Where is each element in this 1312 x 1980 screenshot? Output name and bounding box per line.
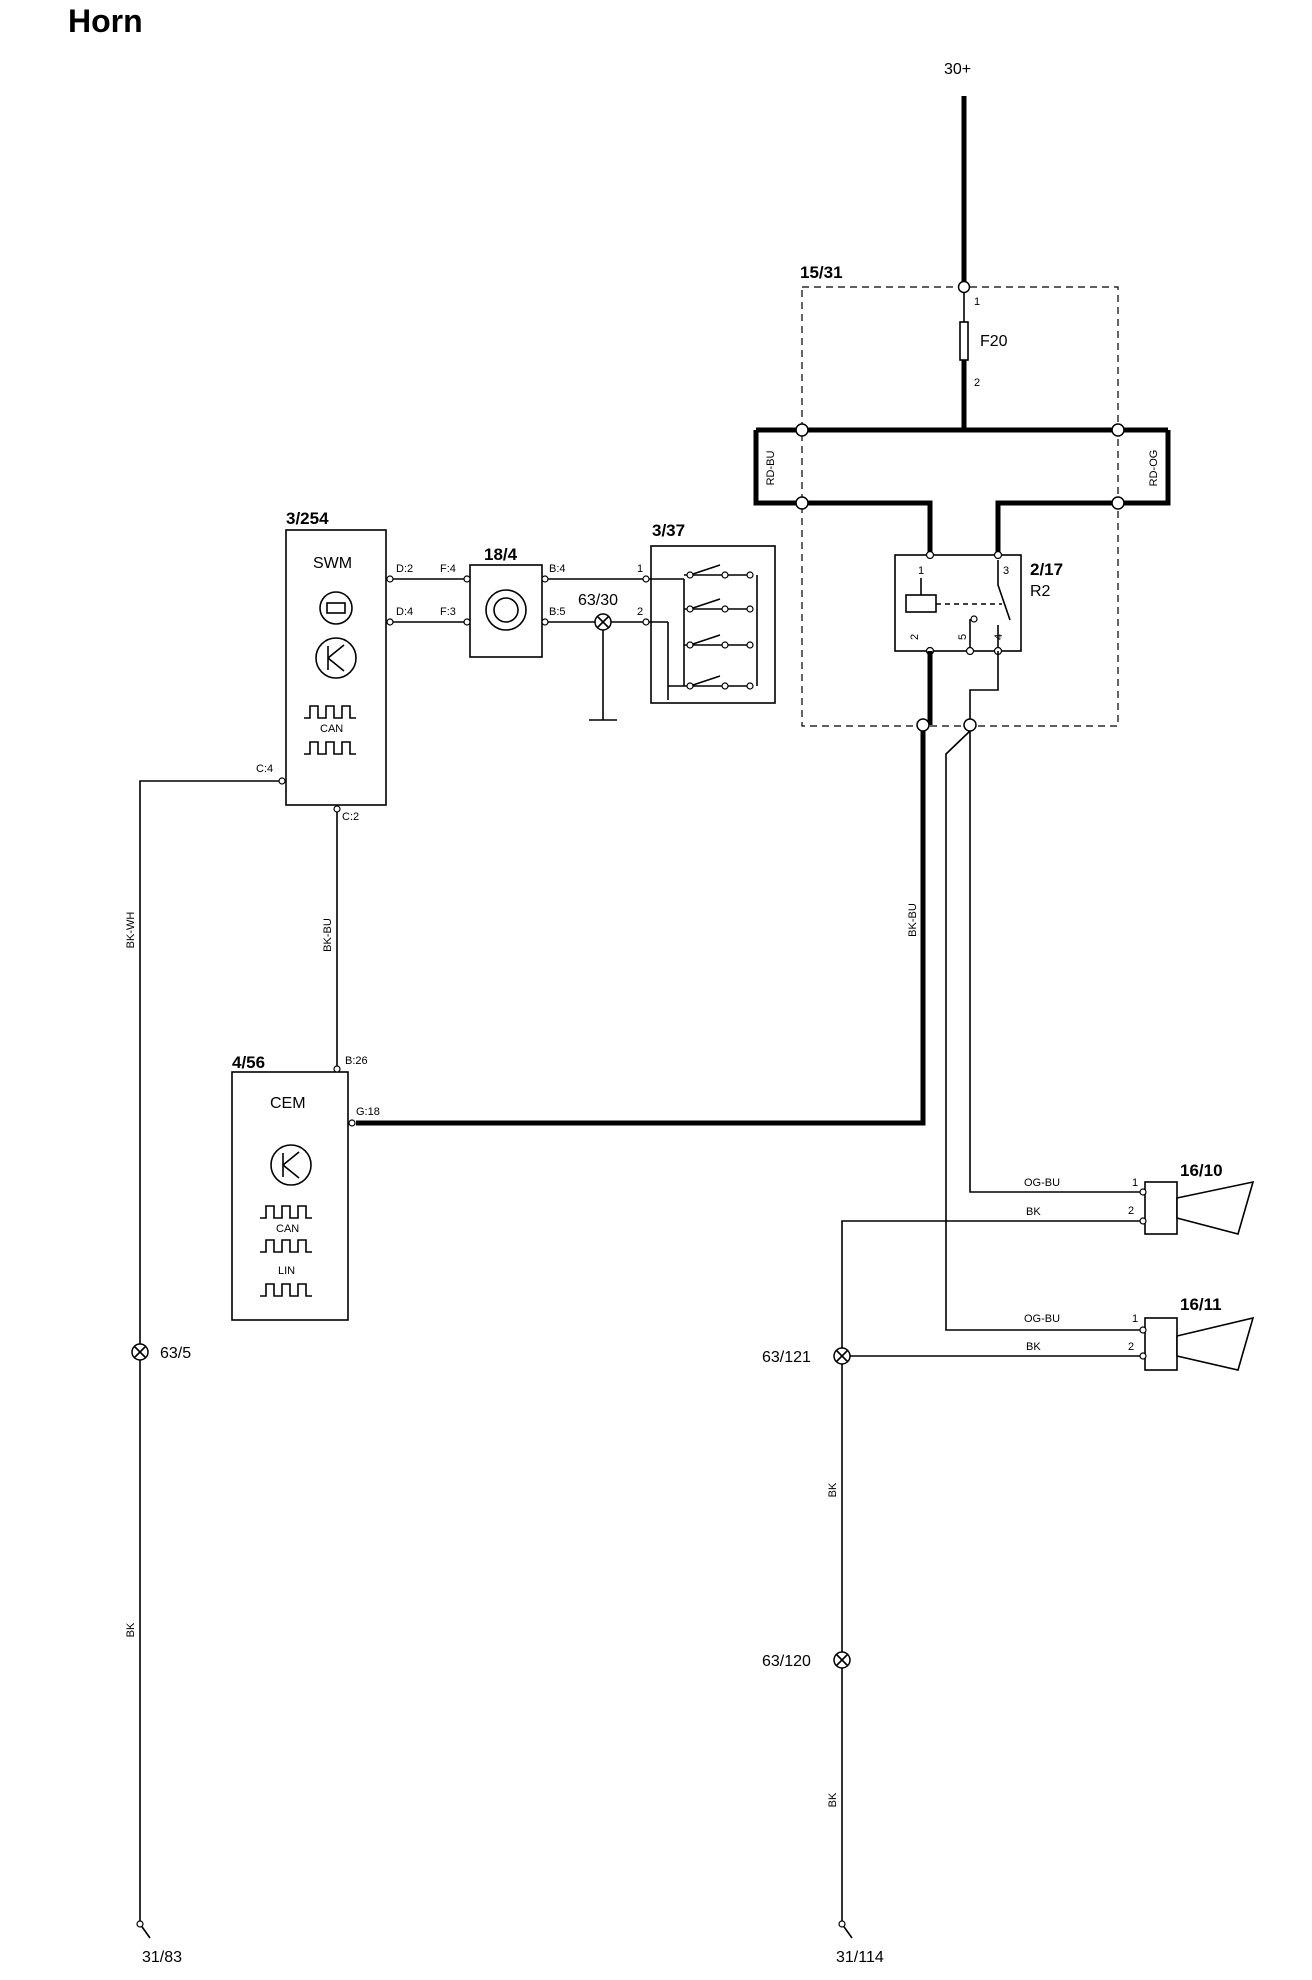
horn1-pin-2: 2 [1128,1205,1134,1217]
fusebox-input-node [957,280,971,294]
horn2-wire-og-bu: OG-BU [1024,1313,1060,1325]
wire-right-ground [841,1220,1140,1896]
wire-relay-cem [356,731,926,1126]
page-title: Horn [68,3,143,39]
clockspring-id: 18/4 [484,545,518,564]
fusebox: 15/31 1 F20 2 RD-BU RD-OG [753,263,1171,727]
cem-lin-label: LIN [278,1265,295,1277]
horn1-wire-bk: BK [1026,1206,1041,1218]
horn2-pin-1: 1 [1132,1313,1138,1325]
horn-switch: 3/37 1 2 [637,521,776,704]
horn2-id: 16/11 [1180,1295,1222,1314]
horn1-wire-og-bu: OG-BU [1024,1177,1060,1189]
swm-pin-d4: D:4 [396,606,413,618]
clockspring-pin-b5: B:5 [549,606,566,618]
horn2-pin-2: 2 [1128,1341,1134,1353]
wire-label-bk-bu: BK-BU [322,918,334,952]
swm-label: SWM [313,555,352,572]
swm-id: 3/254 [286,509,329,528]
cem-label: CEM [270,1095,306,1112]
wire-left-ground [139,780,279,1896]
horn-icon [1176,1316,1255,1371]
splice-63-30: 63/30 [578,592,618,721]
wire-label-relay-cem: BK-BU [907,903,919,937]
swm-pin-d2: D:2 [396,563,413,575]
horn1-id: 16/10 [1180,1161,1223,1180]
horn1-connector [1144,1181,1178,1235]
relay-pin-5: 5 [957,634,969,640]
relay-pin-1: 1 [918,565,924,577]
horn2-connector [1144,1317,1178,1371]
clockspring: 18/4 F:4 F:3 B:4 B:5 [440,545,566,658]
horn-switch-pin-1: 1 [637,563,643,575]
lin-signal-icon [260,1283,312,1297]
clockspring-pin-b4: B:4 [549,563,566,575]
relay-switch [997,560,1011,621]
ground-31-83: 31/83 [136,1896,182,1966]
ground-31-114: 31/114 [836,1896,884,1966]
splice-63-30-label: 63/30 [578,592,618,609]
power-label: 30+ [944,61,971,78]
fuse-pin-2: 2 [974,377,980,389]
ground-31-83-label: 31/83 [142,1949,182,1966]
horn1-pin-1: 1 [1132,1177,1138,1189]
relay-pin-4: 4 [993,634,1005,640]
swm-pin-c2: C:2 [342,811,359,823]
wire-label-right-bk-2: BK [827,1792,839,1807]
swm-can-label: CAN [320,723,343,735]
splice-63-120-label: 63/120 [762,1653,811,1670]
wire-label-bk-wh: BK-WH [125,912,137,949]
splice-63-5: 63/5 [131,1343,191,1362]
horn-switch-body [650,545,776,704]
horn-switch-contacts [668,564,758,690]
transistor-icon [270,1144,312,1186]
can-signal-icon [304,705,356,719]
relay-pin-2: 2 [909,634,921,640]
cem-body [231,1071,349,1321]
cem-pin-g18: G:18 [356,1106,380,1118]
fusebox-id: 15/31 [800,263,843,282]
horn2-wire-bk: BK [1026,1341,1041,1353]
splice-63-121-label: 63/121 [762,1349,811,1366]
cem-id: 4/56 [232,1053,265,1072]
transistor-icon [315,637,357,679]
splice-63-5-label: 63/5 [160,1345,191,1362]
horn-icon [1176,1180,1255,1235]
wire-label-rd-bu: RD-BU [765,451,777,486]
swm-module: 3/254 SWM CAN D:2 D:4 C:4 C:2 [256,509,413,823]
fuse-pin-1: 1 [974,296,980,308]
wire-label-rd-og: RD-OG [1148,450,1160,487]
wire-label-right-bk-1: BK [827,1482,839,1497]
horn-switch-id: 3/37 [652,521,685,540]
cem-module: 4/56 B:26 G:18 CEM CAN LIN [231,1053,380,1321]
clockspring-pin-f4: F:4 [440,563,456,575]
horn-16-11: 16/11 1 2 OG-BU BK [1024,1295,1255,1371]
wire-label-left-bk: BK [125,1622,137,1637]
relay-coil [905,594,937,613]
can-signal-icon [260,1205,312,1219]
swm-pin-c4: C:4 [256,763,273,775]
horn-16-10: 16/10 1 2 OG-BU BK [1024,1161,1255,1235]
relay-pin-3: 3 [1003,565,1009,577]
bus-left-loop [753,430,933,560]
bus-right-loop [995,430,1171,560]
splice-63-120: 63/120 [762,1651,851,1670]
relay-id: 2/17 [1030,560,1063,579]
clockspring-pin-f3: F:3 [440,606,456,618]
relay: 1 3 2/17 R2 2 5 4 [894,550,1063,656]
fuse-symbol [959,321,969,361]
splice-63-121: 63/121 [762,1347,851,1366]
wire-horn2-feed [945,730,1140,1331]
ground-31-114-label: 31/114 [836,1949,884,1966]
cem-can-label: CAN [276,1223,299,1235]
relay-label: R2 [1030,583,1051,600]
cem-pin-b26: B:26 [345,1055,368,1067]
fuse-label: F20 [980,333,1008,350]
wire-horn1-feed [969,731,1140,1193]
horn-switch-pin-2: 2 [637,606,643,618]
